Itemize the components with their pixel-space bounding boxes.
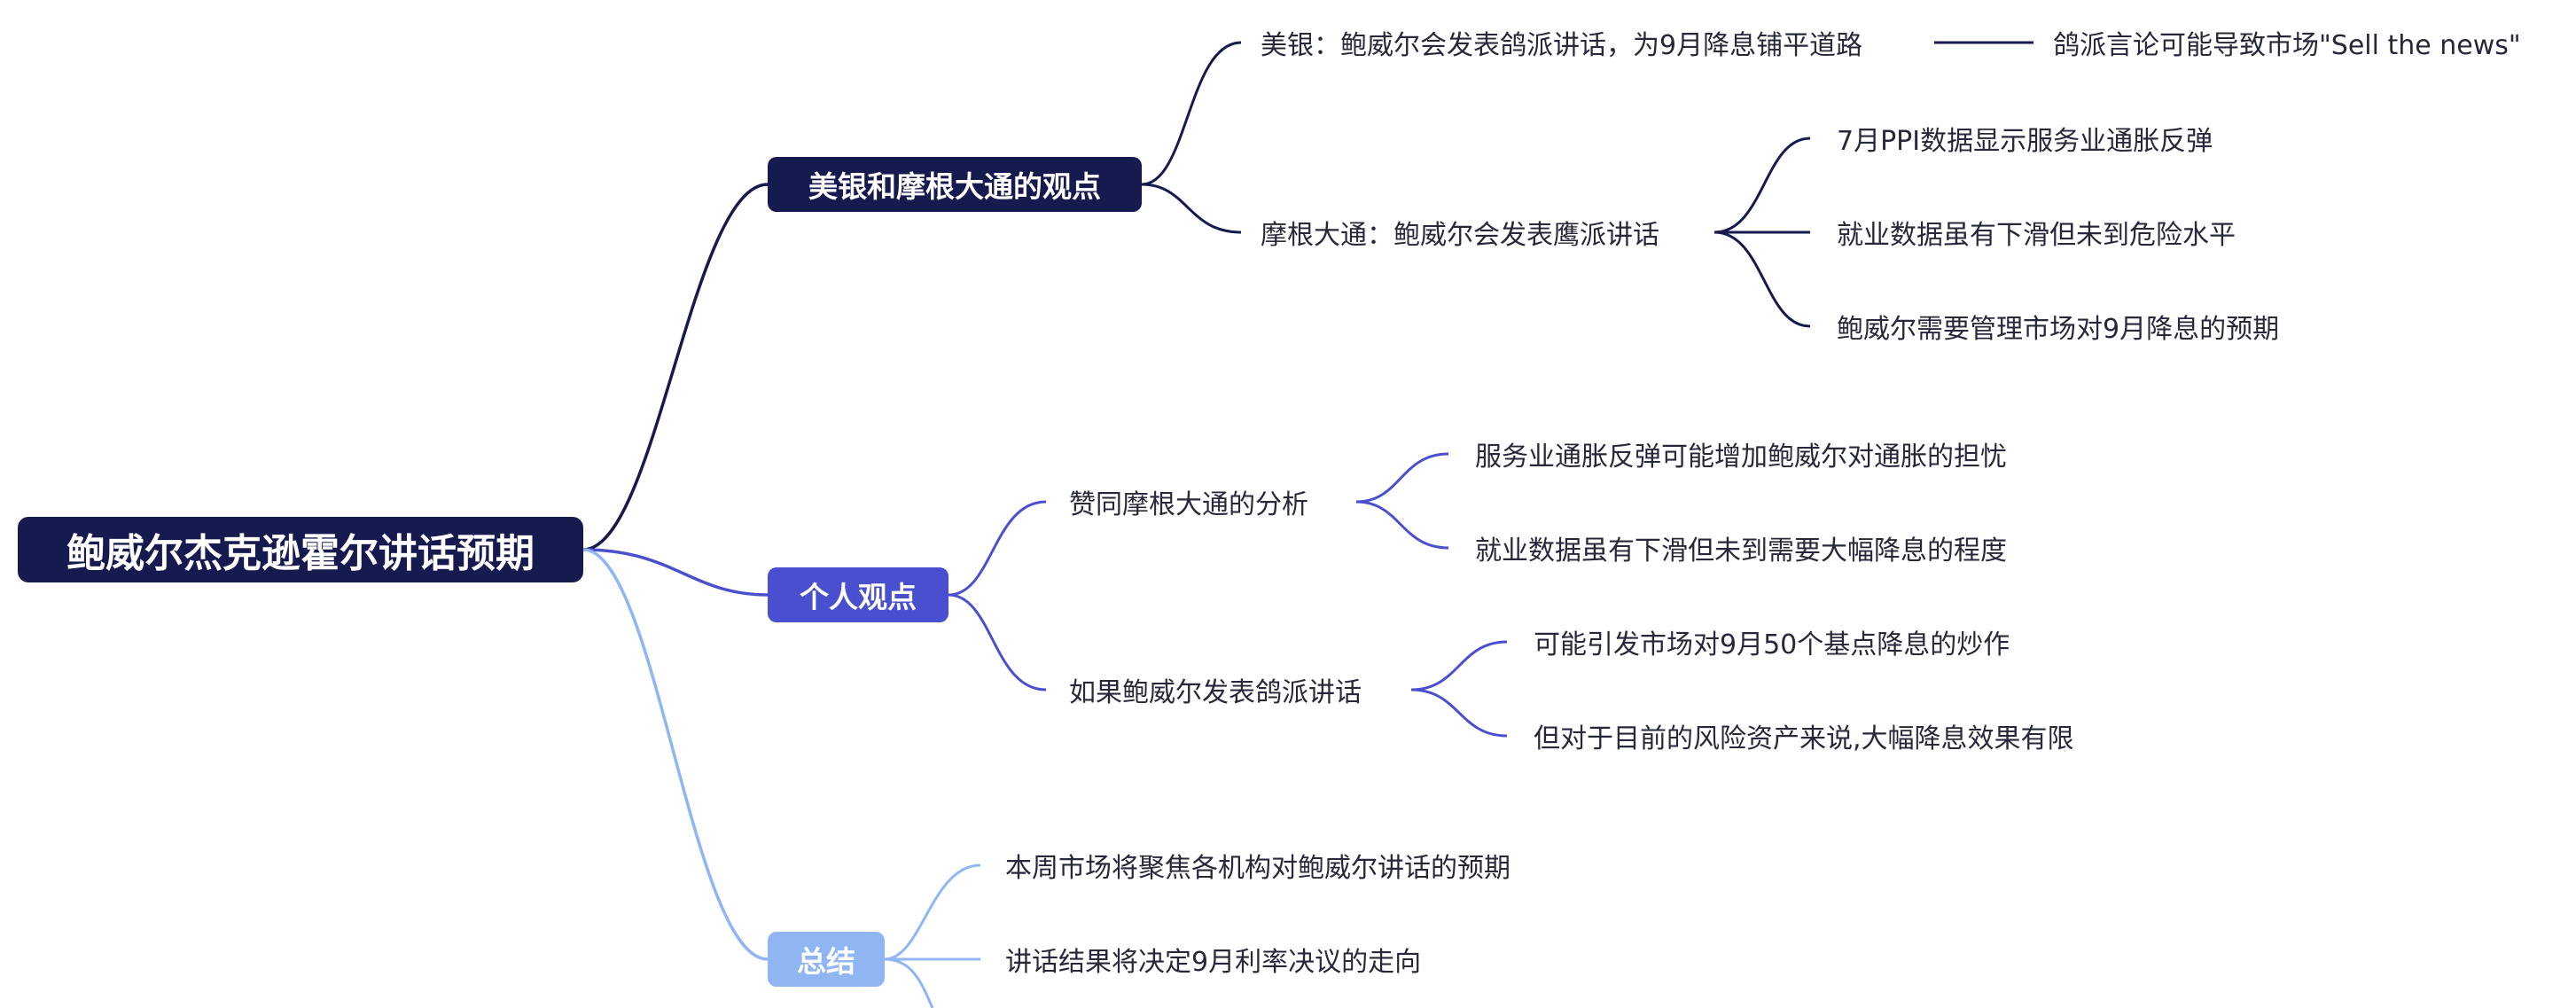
topic-if-dovish[interactable]: 如果鲍威尔发表鸽派讲话 [1069, 677, 1362, 708]
root-topic[interactable]: 鲍威尔杰克逊霍尔讲话预期 [18, 517, 583, 582]
topic-no-big-cut-needed[interactable]: 就业数据虽有下滑但未到需要大幅降息的程度 [1475, 535, 2007, 567]
edge-b2c2-g2 [1410, 688, 1508, 738]
edge-root-b3 [582, 548, 769, 961]
edge-root-b1 [582, 183, 769, 551]
branch-bofa-jpm-views[interactable]: 美银和摩根大通的观点 [768, 157, 1142, 212]
edge-b2c1-g2 [1355, 500, 1449, 550]
edge-b3-c1 [884, 863, 981, 961]
edge-b1-c1 [1141, 41, 1242, 186]
topic-jobs-not-dangerous[interactable]: 就业数据虽有下滑但未到危险水平 [1837, 220, 2236, 251]
edge-c2-g1 [1713, 137, 1811, 234]
topic-services-inflation-concern[interactable]: 服务业通胀反弹可能增加鲍威尔对通胀的担忧 [1475, 441, 2007, 473]
topic-ppi-services[interactable]: 7月PPI数据显示服务业通胀反弹 [1837, 126, 2213, 157]
topic-limited-effect[interactable]: 但对于目前的风险资产来说,大幅降息效果有限 [1534, 723, 2074, 754]
branch-summary[interactable]: 总结 [768, 932, 885, 987]
topic-manage-expectations[interactable]: 鲍威尔需要管理市场对9月降息的预期 [1837, 314, 2280, 345]
branch-personal-view[interactable]: 个人观点 [768, 567, 948, 622]
topic-50bp-speculation[interactable]: 可能引发市场对9月50个基点降息的炒作 [1534, 629, 2010, 660]
topic-sell-the-news[interactable]: 鸽派言论可能导致市场"Sell the news" [2053, 30, 2521, 61]
topic-agree-jpm[interactable]: 赞同摩根大通的分析 [1069, 489, 1308, 520]
topic-bofa-dovish[interactable]: 美银：鲍威尔会发表鸽派讲话，为9月降息铺平道路 [1261, 30, 1863, 61]
edge-b2-c1 [948, 500, 1047, 597]
edge-b3-c3 [884, 957, 934, 1008]
edge-b2-c2 [948, 593, 1047, 692]
topic-jpm-hawkish[interactable]: 摩根大通：鲍威尔会发表鹰派讲话 [1261, 220, 1659, 251]
edge-b1-c2 [1141, 183, 1242, 234]
edge-root-b2 [582, 548, 769, 597]
edge-b2c1-g1 [1355, 452, 1449, 504]
edge-b2c2-g1 [1410, 640, 1508, 692]
topic-decides-september[interactable]: 讲话结果将决定9月利率决议的走向 [1005, 947, 1422, 978]
edge-c2-g3 [1713, 231, 1811, 328]
topic-market-focus[interactable]: 本周市场将聚焦各机构对鲍威尔讲话的预期 [1005, 853, 1510, 884]
